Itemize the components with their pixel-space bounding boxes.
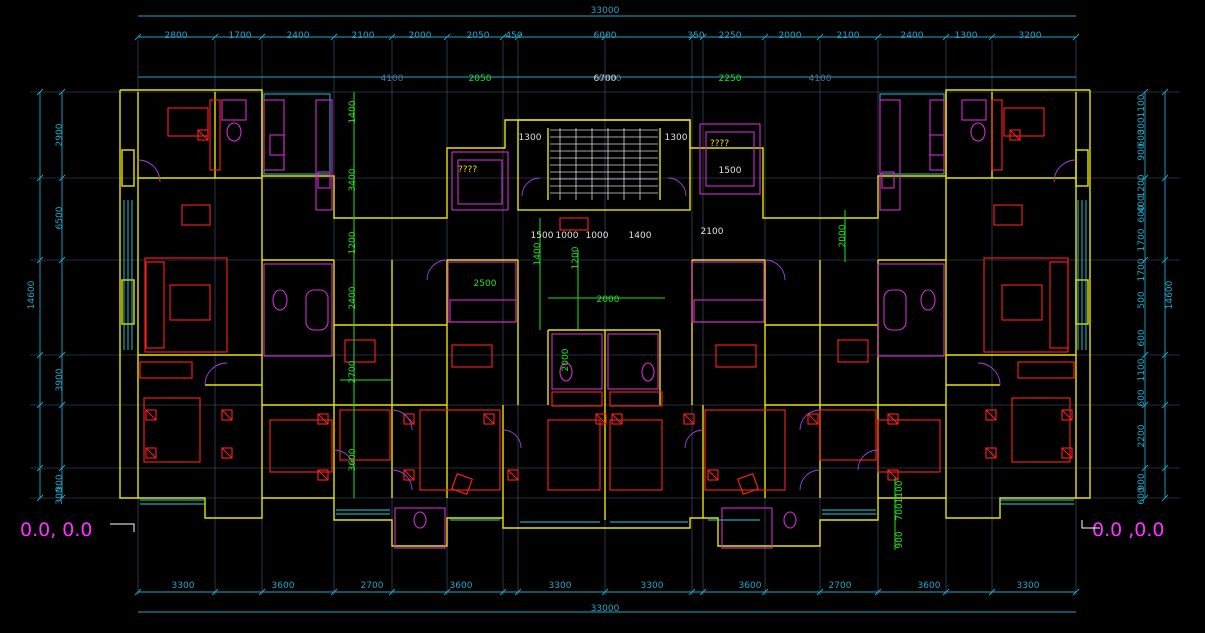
- dim-bottom-segment: 2700: [829, 581, 852, 591]
- dim-right-outer: 1700: [1137, 258, 1147, 281]
- furniture: [139, 99, 1075, 495]
- dim-interior-white: 1000: [586, 231, 609, 241]
- fixtures: [221, 99, 987, 549]
- dim-top-segment: 2400: [287, 31, 310, 41]
- dim-top-segment: 350: [687, 31, 704, 41]
- dim-bottom-segment: 3600: [739, 581, 762, 591]
- doors: [137, 159, 1077, 491]
- dim-right-outer: 600: [1137, 329, 1147, 346]
- dim-right-outer: 300: [1137, 117, 1147, 134]
- dim-top-segment: 450: [505, 31, 522, 41]
- dim-left-inner: 1400: [348, 100, 358, 123]
- dim-bottom-segment: 2700: [361, 581, 384, 591]
- dim-top-row3: 2050: [469, 74, 492, 84]
- dim-left-outer: 3900: [55, 368, 65, 391]
- coordinate-markers: 0.0, 0.0 0.0 ,0.0: [20, 519, 1165, 541]
- stair-treads: [550, 128, 658, 200]
- dim-bottom-segment: 3300: [641, 581, 664, 591]
- dim-bottom-segment: 3600: [450, 581, 473, 591]
- dim-left-inner: 2400: [348, 286, 358, 309]
- dim-top-segment: 2400: [901, 31, 924, 41]
- dim-top-segment: 2100: [837, 31, 860, 41]
- dim-left-inner: 1200: [348, 231, 358, 254]
- elevator-label-left: ????: [458, 165, 477, 175]
- dim-interior-green: 2500: [474, 279, 497, 289]
- dim-left-outer: 6500: [55, 206, 65, 229]
- dim-top-segment: 1700: [229, 31, 252, 41]
- dim-interior-green: 2000: [561, 348, 571, 371]
- dim-top-row3-overlay: 6000: [599, 74, 622, 84]
- dim-interior-green: 1200: [571, 246, 581, 269]
- dim-top-segment: 6000: [594, 31, 617, 41]
- dim-right-overall: 14600: [1165, 280, 1175, 309]
- dim-bottom-segment: 3600: [272, 581, 295, 591]
- dim-right-outer: 1100: [1137, 94, 1147, 117]
- dim-left-overall: 14600: [27, 280, 37, 309]
- interior-dim-lines: [340, 92, 896, 550]
- dim-right-outer: 600: [1137, 205, 1147, 222]
- dim-bottom-overall: 33000: [591, 604, 620, 614]
- dim-interior-green: 700: [895, 503, 905, 520]
- dim-interior-green: 2000: [597, 295, 620, 305]
- dim-interior-green: 2000: [838, 224, 848, 247]
- dim-left-outer: 900: [55, 474, 65, 491]
- dim-right-outer: 2200: [1137, 424, 1147, 447]
- dim-top-segment: 1300: [955, 31, 978, 41]
- dim-top-overall: 33000: [591, 6, 620, 16]
- dim-left-inner: 3400: [348, 168, 358, 191]
- dim-top-row3: 4100: [381, 74, 404, 84]
- dim-top-segment: 2000: [409, 31, 432, 41]
- dim-right-outer: 600: [1137, 389, 1147, 406]
- dim-interior-white: 1500: [719, 166, 742, 176]
- dim-top-segment: 2000: [779, 31, 802, 41]
- dim-right-outer: 1200: [1137, 174, 1147, 197]
- dim-bottom-segment: 3600: [918, 581, 941, 591]
- dimension-labels: 33000 33000 2800 1700 2400 2100 2000 2050 450 600…: [27, 6, 1175, 614]
- dim-top-row3: 2250: [719, 74, 742, 84]
- dim-right-outer: 1700: [1137, 228, 1147, 251]
- dim-right-outer: 1100: [1137, 358, 1147, 381]
- dim-interior-green: 1100: [895, 480, 905, 503]
- dim-right-outer: 600: [1137, 129, 1147, 146]
- dim-top-segment: 2100: [352, 31, 375, 41]
- dim-left-inner: 2700: [348, 360, 358, 383]
- dimension-lines: [36, 15, 1169, 613]
- dim-bottom-segment: 3300: [172, 581, 195, 591]
- coord-right: 0.0 ,0.0: [1092, 519, 1165, 541]
- dim-top-segment: 3200: [1019, 31, 1042, 41]
- dim-top-segment: 2250: [719, 31, 742, 41]
- dim-bottom-segment: 3300: [1017, 581, 1040, 591]
- dim-interior-white: 1400: [629, 231, 652, 241]
- coord-left: 0.0, 0.0: [20, 519, 93, 541]
- dim-top-row3: 4100: [809, 74, 832, 84]
- dim-top-segment: 2800: [165, 31, 188, 41]
- dim-left-outer: 2900: [55, 123, 65, 146]
- dim-interior-green: 900: [895, 531, 905, 548]
- windows: [123, 93, 1087, 523]
- dim-right-outer: 400: [1137, 195, 1147, 212]
- dim-right-outer: 900: [1137, 143, 1147, 160]
- dim-top-segment: 2050: [467, 31, 490, 41]
- dim-interior-white: 1000: [556, 231, 579, 241]
- dim-left-outer: 300: [55, 487, 65, 504]
- dim-interior-white: 1300: [665, 133, 688, 143]
- dim-right-outer: 600: [1137, 487, 1147, 504]
- dim-right-outer: 500: [1137, 291, 1147, 308]
- dim-interior-white: 1500: [531, 231, 554, 241]
- dim-top-row3: 6700: [594, 74, 617, 84]
- dim-interior-white: 1300: [519, 133, 542, 143]
- dim-left-inner: 3600: [348, 448, 358, 471]
- dim-bottom-segment: 3300: [549, 581, 572, 591]
- dim-interior-green: 1400: [533, 242, 543, 265]
- dim-right-outer: 900: [1137, 473, 1147, 490]
- dim-interior-white: 2100: [701, 227, 724, 237]
- elevator-label-right: ????: [710, 139, 729, 149]
